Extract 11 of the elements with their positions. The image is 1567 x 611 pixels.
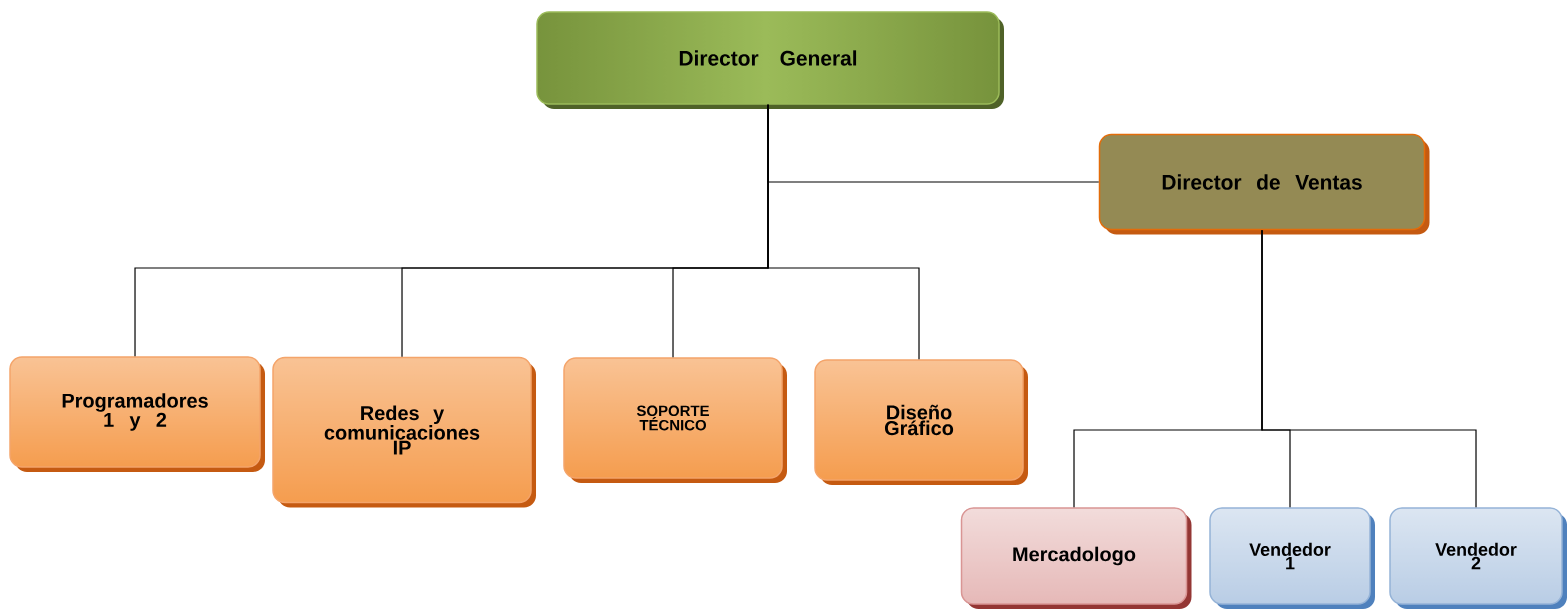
org-box: Programadores 1 y 2: [9, 356, 265, 472]
org-box: Vendedor 1: [1209, 507, 1375, 609]
org-box: Director General: [536, 11, 1004, 109]
org-box: Mercadologo: [960, 507, 1192, 609]
org-box: Vendedor 2: [1389, 507, 1567, 609]
connector-line: [1261, 229, 1477, 508]
org-box: Redes y comunicaciones IP: [272, 356, 536, 508]
org-box: Director de Ventas: [1098, 133, 1430, 235]
connector-line: [767, 104, 920, 360]
org-box: Diseño Gráfico: [814, 359, 1028, 485]
org-box: SOPORTE TÉCNICO: [563, 357, 787, 483]
